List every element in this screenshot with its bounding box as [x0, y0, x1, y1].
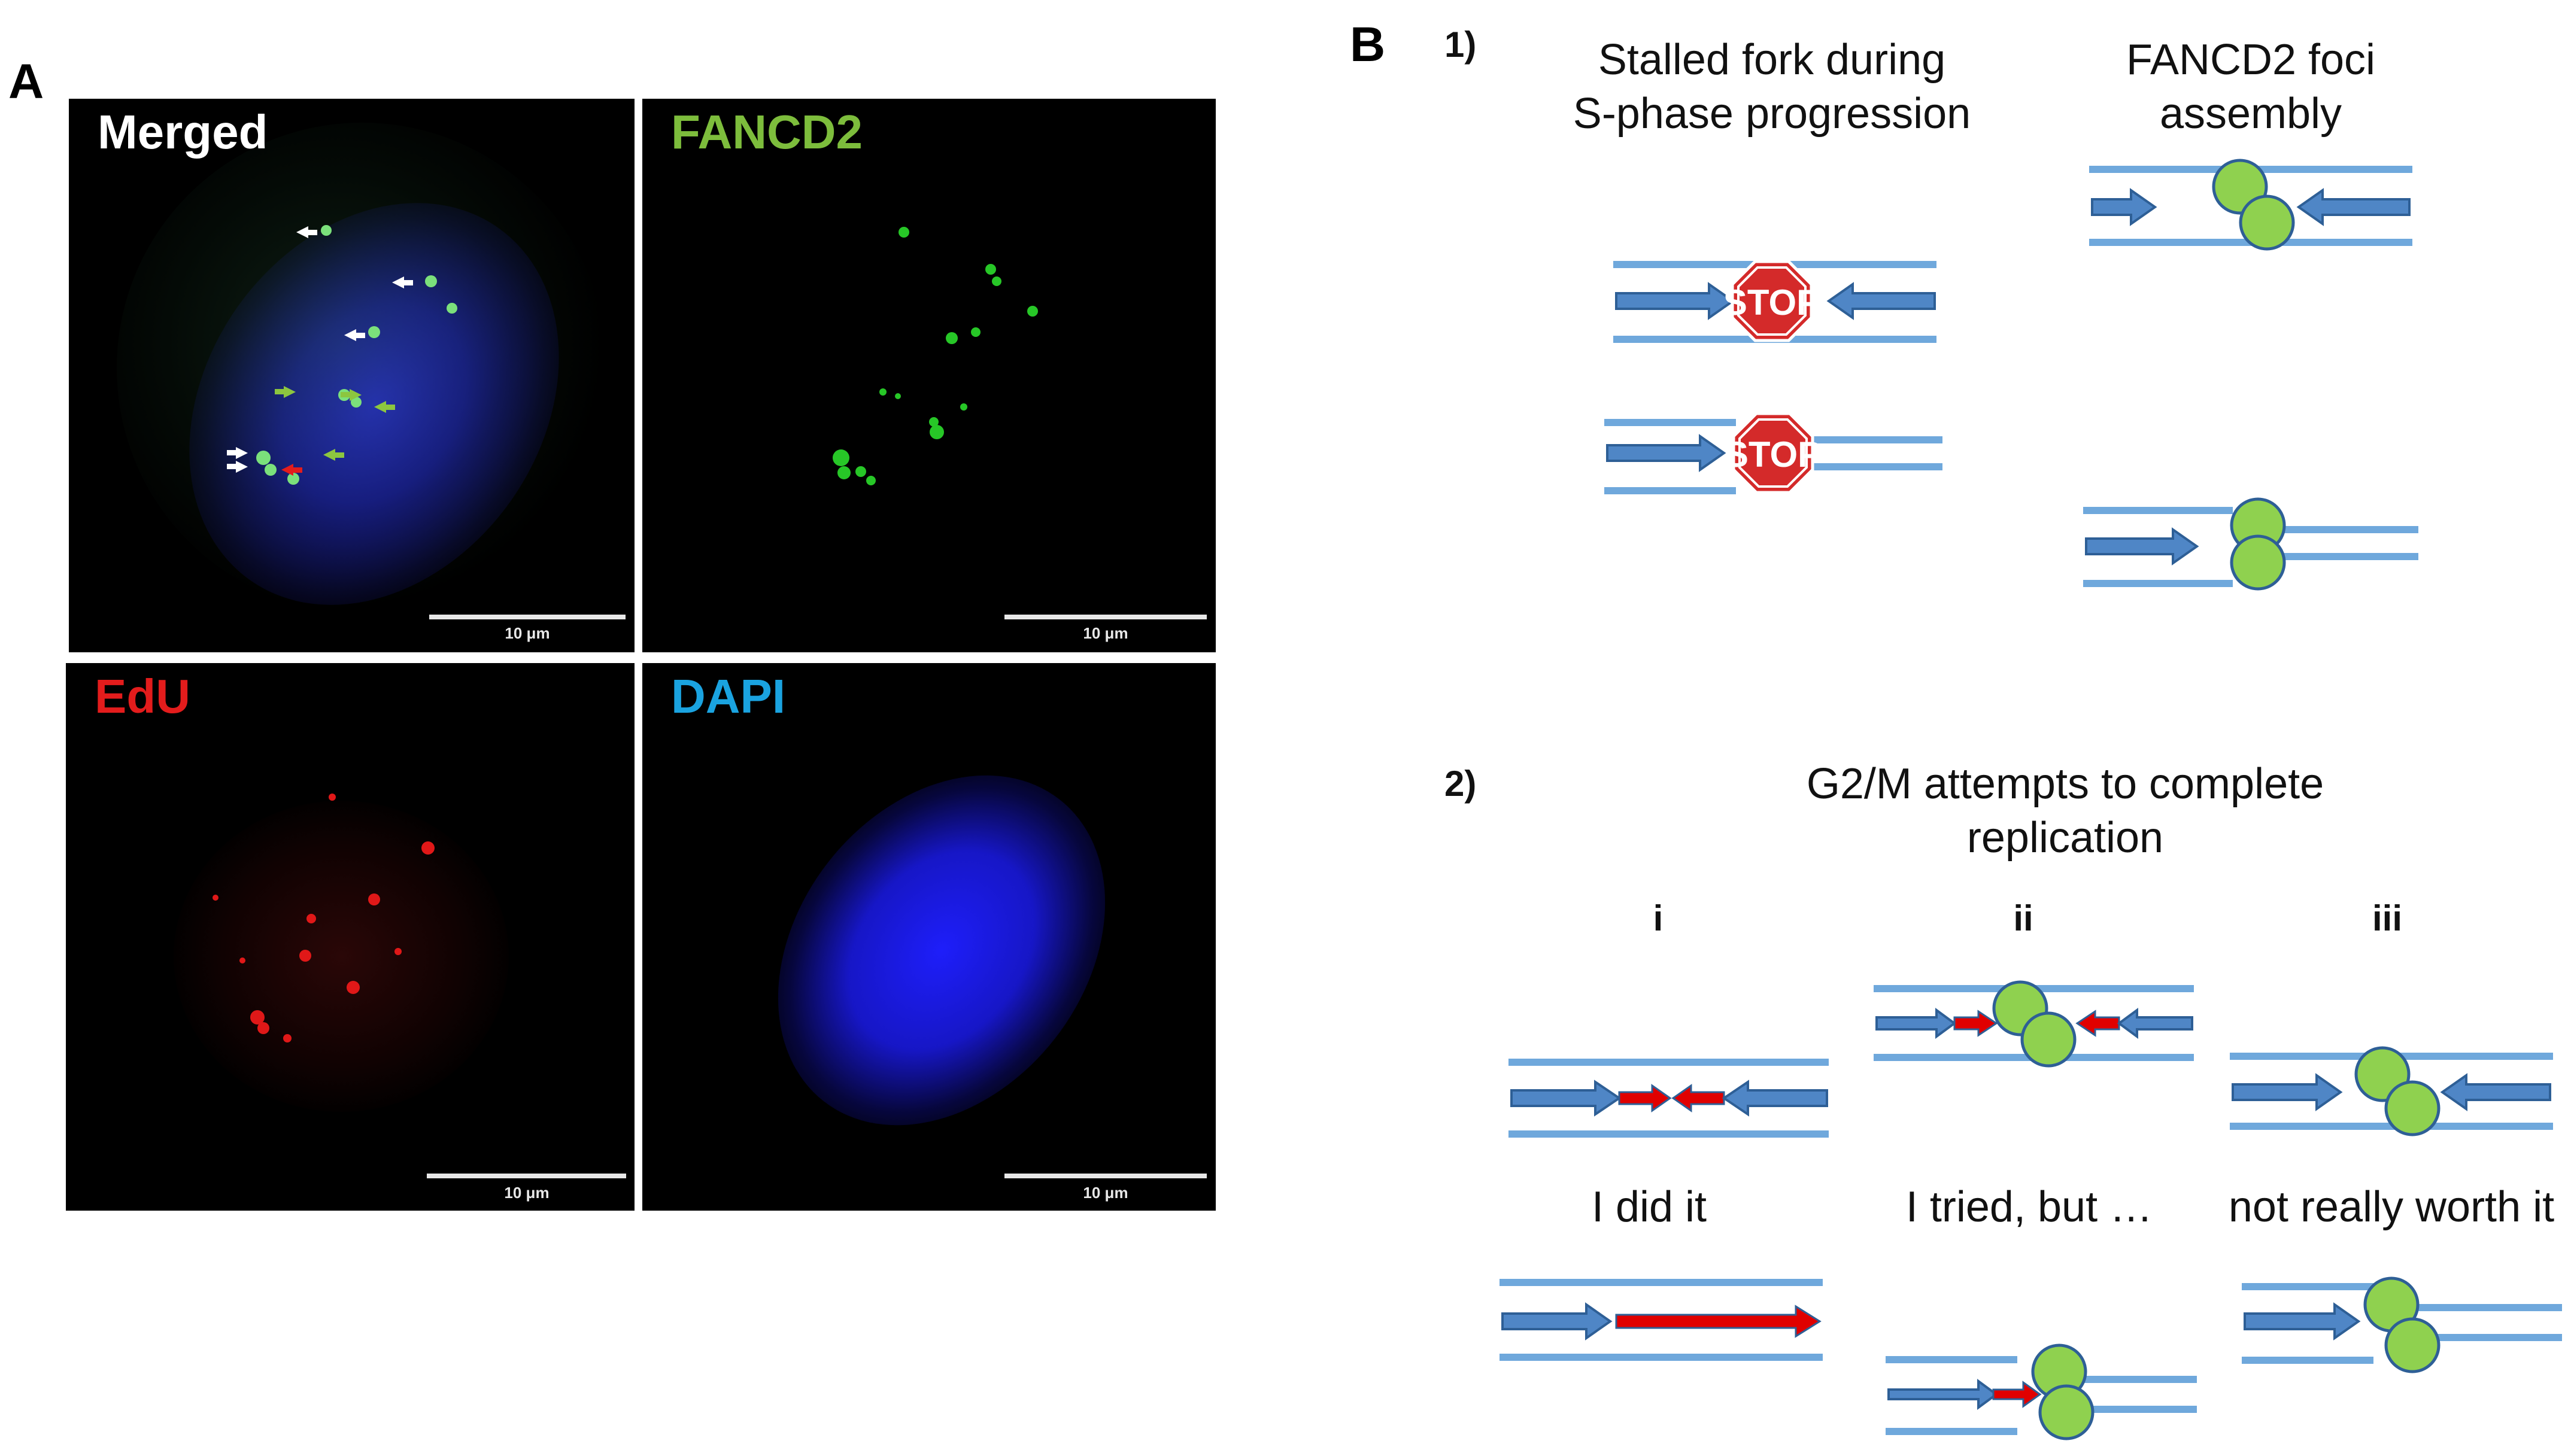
micrograph-merged: Merged 10 μm — [69, 99, 635, 652]
fancd2-focus — [2384, 1080, 2441, 1136]
scale-bar — [1004, 1174, 1207, 1178]
panel-a-letter: A — [8, 54, 44, 109]
merged-red-arrow — [281, 464, 302, 476]
section-2-number: 2) — [1444, 764, 1477, 804]
scale-bar — [427, 1174, 626, 1178]
fancd2-foci — [833, 227, 1038, 485]
foci-assembly-title-line2: assembly — [2159, 90, 2342, 138]
cytoplasm-green-haze — [117, 123, 608, 613]
stalled-fork-title-line2: S-phase progression — [1573, 90, 1971, 138]
panel-b-letter: B — [1350, 17, 1386, 72]
merged-white-arrows — [227, 226, 413, 473]
micrograph-edu: EdU 10 μm — [66, 663, 635, 1211]
micrograph-label-fancd2: FANCD2 — [671, 105, 863, 159]
merged-foci — [256, 225, 457, 485]
g2m-col-i-top — [1508, 1059, 1829, 1138]
caption-ii: I tried, but … — [1905, 1183, 2153, 1231]
foci-assembly-title-line1: FANCD2 foci — [2126, 36, 2376, 84]
g2m-col-i-bottom — [1500, 1279, 1823, 1361]
scale-bar-label: 10 μm — [505, 624, 550, 642]
scale-bar-label: 10 μm — [1083, 1184, 1128, 1202]
fancd2-focus — [2038, 1384, 2095, 1440]
scale-bar — [1004, 615, 1207, 619]
edu-red-haze — [174, 801, 509, 1112]
g2m-col-ii-top — [1874, 980, 2194, 1068]
g2m-col-ii-bottom — [1886, 1343, 2197, 1440]
caption-iii: not really worth it — [2228, 1183, 2555, 1231]
section-2-title-line1: G2/M attempts to complete — [1806, 760, 2324, 808]
stop-sign-text: STOP — [1725, 434, 1822, 475]
fancd2-focus — [2239, 194, 2295, 251]
column-i-label: i — [1653, 898, 1664, 938]
micrograph-dapi: DAPI 10 μm — [642, 663, 1216, 1211]
g2m-col-iii-bottom — [2242, 1276, 2562, 1373]
caption-i: I did it — [1591, 1183, 1707, 1231]
micrograph-label-edu: EdU — [95, 670, 190, 723]
stalled-fork-title-line1: Stalled fork during — [1598, 36, 1946, 84]
column-iii-label: iii — [2372, 898, 2402, 938]
scale-bar-label: 10 μm — [1083, 624, 1128, 642]
scale-bar — [429, 615, 626, 619]
stalled-fork-converging: STOP — [1613, 262, 1936, 343]
fancd2-focus — [2020, 1011, 2077, 1068]
fancd2-focus — [2230, 534, 2286, 591]
stalled-fork-single: STOP — [1604, 414, 1942, 494]
stop-sign-text: STOP — [1723, 282, 1820, 323]
fancd2-focus — [2384, 1317, 2441, 1373]
section-2-title-line2: replication — [1966, 814, 2164, 862]
edu-foci — [213, 794, 435, 1042]
scale-bar-label: 10 μm — [504, 1184, 550, 1202]
section-1-number: 1) — [1444, 25, 1477, 65]
micrograph-fancd2: FANCD2 10 μm — [642, 99, 1216, 652]
micrograph-label-merged: Merged — [98, 105, 268, 159]
g2m-col-iii-top — [2230, 1046, 2553, 1136]
foci-single-fork — [2083, 497, 2418, 591]
foci-converging-fork — [2089, 159, 2412, 251]
merged-green-arrows — [275, 386, 395, 461]
column-ii-label: ii — [2013, 898, 2033, 938]
micrograph-label-dapi: DAPI — [671, 670, 786, 723]
